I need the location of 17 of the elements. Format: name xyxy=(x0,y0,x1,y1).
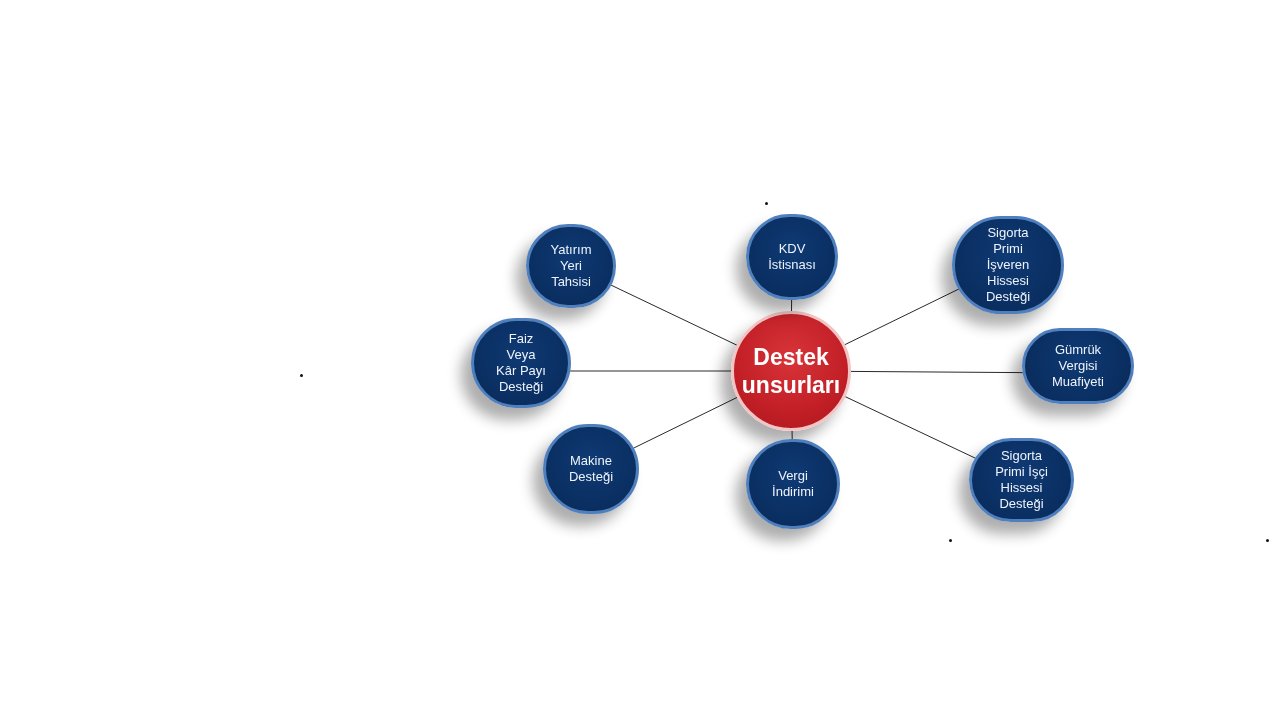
node-label: Sigorta Primi İşçi Hissesi Desteği xyxy=(994,448,1049,512)
node-label: Makine Desteği xyxy=(567,453,615,485)
connector-line xyxy=(844,288,960,346)
node-label: KDV İstisnası xyxy=(767,241,817,273)
connector-line xyxy=(791,430,793,440)
connector-line xyxy=(844,396,977,460)
connector-line xyxy=(633,396,738,449)
node-label: Sigorta Primi İşveren Hissesi Desteği xyxy=(984,225,1032,305)
node-label: Vergi İndirimi xyxy=(771,468,815,500)
node-label: Destek unsurları xyxy=(740,343,842,399)
connector-line xyxy=(569,370,732,372)
connector-line xyxy=(850,370,1024,374)
connector-line xyxy=(791,299,793,312)
connector-line xyxy=(610,284,738,346)
node-label: Yatırım Yeri Tahsisi xyxy=(549,242,593,290)
node-label: Faiz Veya Kâr Payı Desteği xyxy=(495,331,547,395)
node-label: Gümrük Vergisi Muafiyeti xyxy=(1051,342,1105,390)
